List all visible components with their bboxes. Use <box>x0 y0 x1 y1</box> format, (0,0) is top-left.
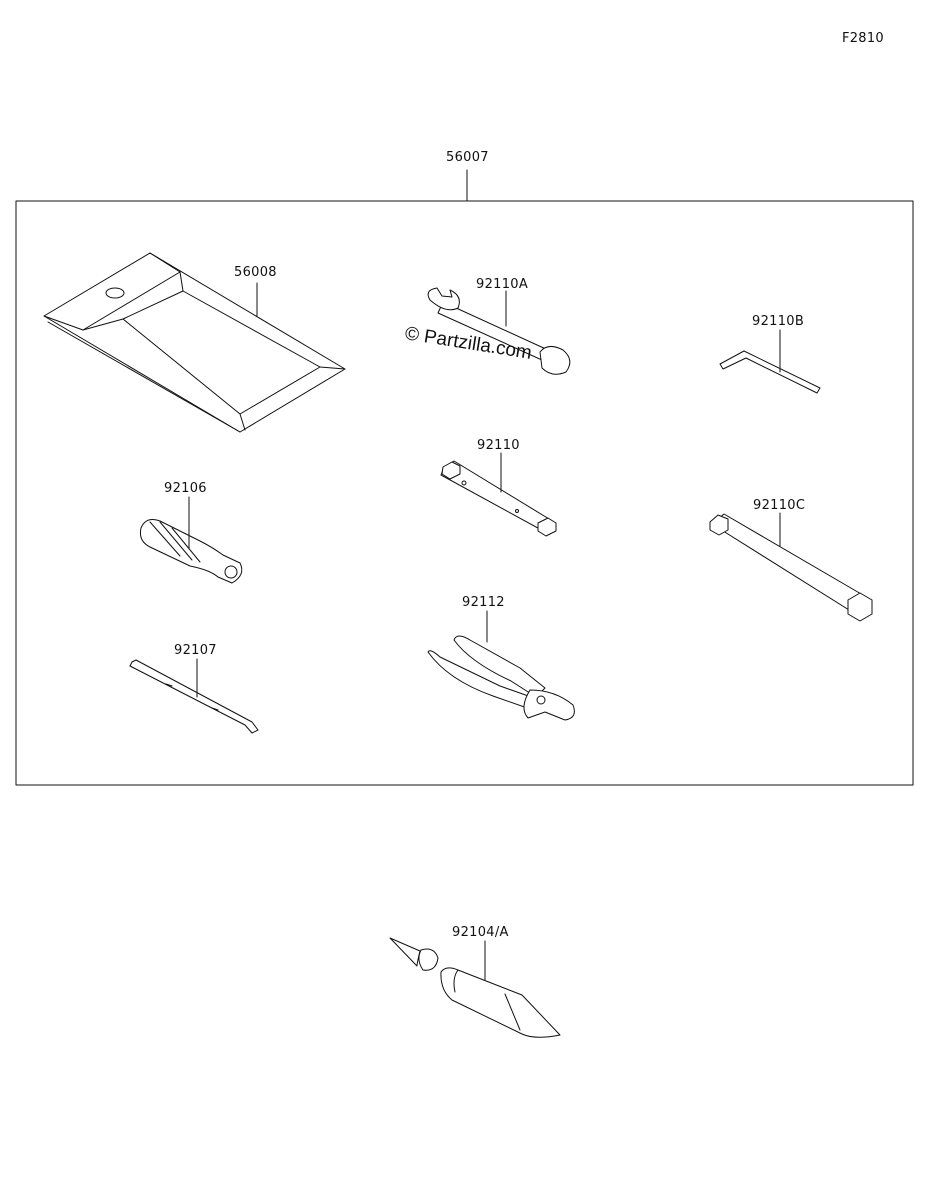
screwdriver-bit-drawing <box>129 659 259 734</box>
part-label-92112[interactable]: 92112 <box>462 595 505 610</box>
kit-frame <box>15 200 914 786</box>
part-label-92110[interactable]: 92110 <box>477 438 520 453</box>
part-label-92110B[interactable]: 92110B <box>752 314 805 329</box>
open-end-wrench-drawing <box>427 287 571 375</box>
tube-wrench-drawing <box>709 513 873 622</box>
box-wrench-drawing <box>440 460 557 537</box>
part-label-92107[interactable]: 92107 <box>174 643 217 658</box>
tool-bag-drawing <box>43 252 346 433</box>
part-label-92110C[interactable]: 92110C <box>753 498 806 513</box>
screwdriver-handle-drawing <box>139 519 243 584</box>
figure-code: F2810 <box>841 31 884 46</box>
part-label-56008[interactable]: 56008 <box>234 265 277 280</box>
part-label-92110A[interactable]: 92110A <box>476 277 529 292</box>
part-label-56007[interactable]: 56007 <box>446 150 489 165</box>
pliers-drawing <box>427 635 575 721</box>
part-label-92104A[interactable]: 92104/A <box>452 925 509 940</box>
hex-key-drawing <box>719 350 821 394</box>
part-label-92106[interactable]: 92106 <box>164 481 207 496</box>
grease-tube-drawing <box>389 937 561 1038</box>
